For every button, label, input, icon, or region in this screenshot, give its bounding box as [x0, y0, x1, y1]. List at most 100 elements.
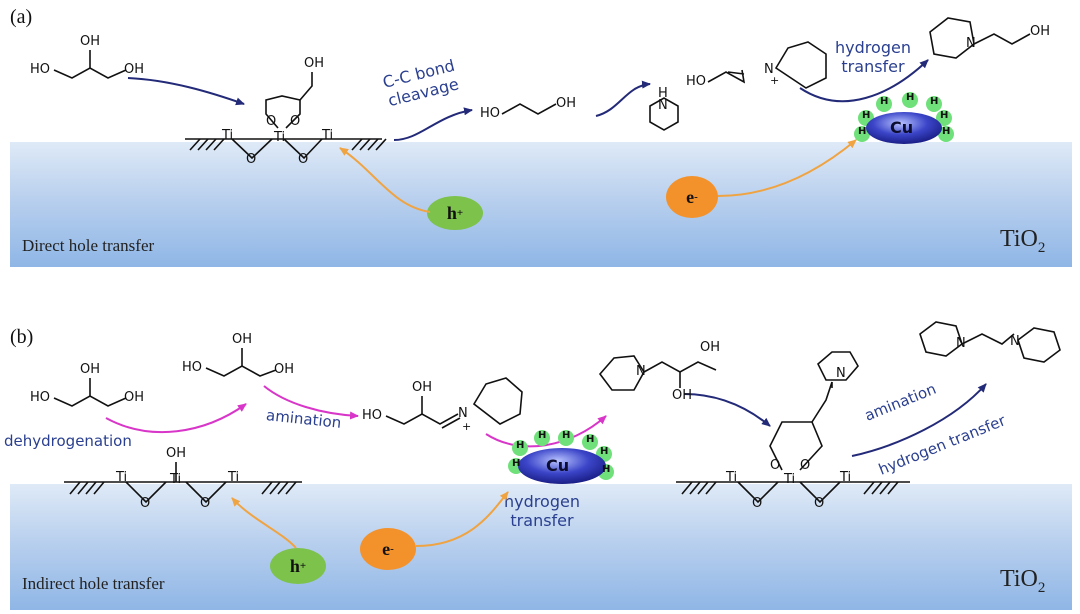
- atom-o-bridge-b-2: O: [200, 496, 211, 511]
- h-atom-b-7: H: [602, 464, 611, 475]
- tio2-surface-a: [185, 72, 387, 160]
- atom-oh-radical-b-right: OH: [274, 362, 295, 377]
- hydrogen-transfer-label-a: hydrogen transfer: [835, 38, 911, 76]
- atom-ti-a-2: Ti: [274, 130, 286, 145]
- atom-plus-iminium-b: +: [462, 420, 472, 433]
- electron-e-minus-a: e-: [666, 176, 718, 218]
- arrow-hydrogen-transfer-a: [799, 59, 929, 103]
- atom-n-iminium-b: N: [458, 406, 468, 421]
- atom-o-bridge-b-1: O: [140, 496, 151, 511]
- cu-label-b: Cu: [546, 456, 570, 475]
- tio2-label-b: TiO2: [1000, 566, 1046, 596]
- atom-oh-glycerol-a-top: OH: [80, 34, 101, 49]
- h-atom-a-6: H: [858, 126, 867, 137]
- direct-hole-transfer-label: Direct hole transfer: [22, 236, 155, 255]
- h-atom-b-5: H: [600, 446, 609, 457]
- atom-ho-glycerol-a: HO: [30, 62, 51, 77]
- atom-oh-radical-a: OH: [556, 96, 577, 111]
- electron-e-minus-b: e-: [360, 528, 416, 570]
- bis-piperidinyl-ethane-b: [919, 321, 1061, 363]
- atom-ti-b-4: Ti: [726, 470, 738, 485]
- atom-oh-product-a: OH: [1030, 24, 1051, 39]
- atom-n-product-b-1: N: [956, 336, 966, 351]
- atom-oh-radical-b-top: OH: [232, 332, 253, 347]
- atom-o-adsorbate-b-right: O: [800, 458, 811, 473]
- atom-ho-glycerol-b: HO: [30, 390, 51, 405]
- atom-ti-a-1: Ti: [222, 128, 234, 143]
- hole-h-plus-b: h+: [270, 548, 326, 584]
- h-atom-b-6: H: [512, 458, 521, 469]
- glycerol-radical-b: [205, 348, 277, 377]
- h-atom-a-2: H: [906, 92, 915, 103]
- arrow-electron-to-cu-b: [415, 491, 509, 547]
- atom-o-bridge-b-4: O: [814, 496, 825, 511]
- atom-plus-iminium-a: +: [770, 74, 780, 87]
- atom-h-piperidine-a: H: [658, 86, 668, 101]
- atom-o-adsorbate-a-right: O: [290, 114, 301, 129]
- aminated-diol-b: [598, 355, 717, 391]
- atom-oh-surface-b: OH: [166, 446, 187, 461]
- atom-ti-b-5: Ti: [784, 472, 796, 487]
- h-atom-b-1: H: [538, 430, 547, 441]
- atom-ho-radical-b: HO: [182, 360, 203, 375]
- h-atom-a-1: H: [880, 96, 889, 107]
- cu-label-a: Cu: [890, 118, 914, 137]
- atom-oh-aminated-diol-b-bottom: OH: [672, 388, 693, 403]
- dehydrogenation-label: dehydrogenation: [4, 432, 132, 450]
- arrow-adsorption-a: [127, 77, 245, 106]
- atom-n-product-b-2: N: [1010, 334, 1020, 349]
- atom-o-bridge-a-2: O: [298, 152, 309, 167]
- arrow-hole-to-surface-a: [339, 147, 431, 213]
- h-atom-b-4: H: [516, 440, 525, 451]
- arrow-amination-hydrogen-transfer-b: [851, 383, 987, 457]
- atom-oh-iminium-b: OH: [412, 380, 433, 395]
- panel-b-label: (b): [10, 326, 34, 348]
- tio2-label-a: TiO2: [1000, 226, 1046, 256]
- cu-cluster-b: [508, 430, 614, 484]
- h-atom-a-7: H: [942, 126, 951, 137]
- iminium-b: [385, 377, 523, 429]
- atom-oh-glycerol-b-top: OH: [80, 362, 101, 377]
- arrow-amination-b: [263, 385, 359, 420]
- piperidine-a: [649, 97, 679, 131]
- atom-o-bridge-a-1: O: [246, 152, 257, 167]
- atom-oh-aminated-diol-b-top: OH: [700, 340, 721, 355]
- h-atom-b-3: H: [586, 434, 595, 445]
- atom-n-adsorbate-b: N: [836, 366, 846, 381]
- h-atom-a-3: H: [930, 96, 939, 107]
- arrow-hole-to-surface-b: [231, 497, 297, 549]
- atom-ho-iminium-b: HO: [362, 408, 383, 423]
- h-atom-b-2: H: [562, 430, 571, 441]
- tio2-surface-b-left: [64, 462, 302, 504]
- indirect-hole-transfer-label: Indirect hole transfer: [22, 574, 165, 593]
- glycerol-a: [53, 50, 127, 79]
- atom-ti-b-1: Ti: [116, 470, 128, 485]
- cu-cluster-a: [854, 92, 954, 144]
- atom-ti-a-3: Ti: [322, 128, 334, 143]
- atom-o-bridge-b-3: O: [752, 496, 763, 511]
- atom-ho-iminium-a: HO: [686, 74, 707, 89]
- tio2-surface-b-right: [676, 381, 910, 504]
- hydrogen-transfer-label-b: hydrogen transfer: [504, 492, 580, 530]
- arrow-cc-cleavage: [393, 107, 473, 141]
- iminium-a: [707, 41, 827, 89]
- arrow-amination-a: [595, 80, 651, 117]
- atom-ho-radical-a: HO: [480, 106, 501, 121]
- atom-oh-glycerol-a-right: OH: [124, 62, 145, 77]
- atom-ti-b-2: Ti: [170, 472, 182, 487]
- atom-n-product-a: N: [966, 36, 976, 51]
- tio2-band-a: [10, 142, 1072, 267]
- hole-h-plus-a: h+: [427, 196, 483, 230]
- h-atom-a-5: H: [940, 110, 949, 121]
- atom-oh-adsorbate-a: OH: [304, 56, 325, 71]
- glycerol-b: [53, 378, 127, 407]
- atom-n-iminium-a: N: [764, 62, 774, 77]
- arrow-dehydrogenation: [105, 403, 247, 434]
- piperidine-ethanol-a: [929, 17, 1031, 59]
- atom-n-piperidine-a: N: [658, 98, 668, 113]
- arrow-electron-to-cu-a: [717, 139, 857, 197]
- atom-oh-glycerol-b-right: OH: [124, 390, 145, 405]
- panel-a-label: (a): [10, 6, 33, 28]
- tio2-band-b: [10, 484, 1072, 610]
